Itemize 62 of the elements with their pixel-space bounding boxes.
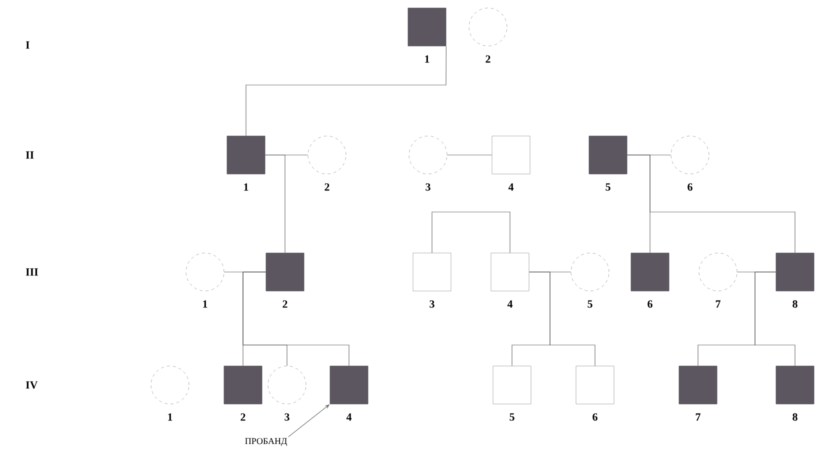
affected-male-square [678,366,718,404]
individual-number: 6 [648,300,652,308]
individual-number: 1 [244,183,248,191]
female-circle [308,136,346,174]
male-square [490,252,530,292]
individual-number: 6 [592,413,598,421]
descent-line [528,272,596,366]
descent-line [626,154,796,254]
individual-number: 8 [792,413,798,421]
individual-number: 2 [282,300,288,308]
female-circle [570,252,610,292]
individual-number: 5 [588,300,592,308]
individual-number: 1 [168,413,172,421]
individual-number: 7 [696,413,700,421]
male-square [576,366,614,404]
generation-numeral: IV [26,381,38,389]
descent-line [466,212,510,254]
female-circle [186,252,224,292]
individual-number: 3 [284,413,290,421]
generation-numeral: I [26,41,30,49]
individual-number: 4 [507,300,513,308]
male-square [492,366,532,404]
female-circle [408,136,448,174]
individual-number: 1 [203,300,208,308]
affected-male-square [776,366,814,404]
descent-line [246,46,446,136]
generation-numeral: III [26,268,38,276]
individual-number: 2 [324,183,330,191]
female-circle [698,252,738,292]
descent-line [264,154,286,254]
affected-male-square [630,252,670,292]
affected-male-square [408,8,446,46]
individual-number: 8 [792,300,798,308]
affected-male-square [588,136,628,174]
individual-number: 2 [240,413,246,421]
individual-number: 4 [508,183,514,191]
individual-number: 6 [688,183,692,191]
individual-number: 5 [510,413,514,421]
individual-number: 3 [426,183,430,191]
individual-number: 2 [486,55,490,63]
female-circle [268,366,306,404]
marriage-line [446,154,492,156]
descent-line [754,272,796,366]
proband-label: ПРОБАНД [245,438,287,446]
affected-male-square [776,252,814,292]
affected-male-square [266,252,304,292]
female-circle [670,136,710,174]
individual-number: 3 [430,300,434,308]
descent-line [242,272,350,366]
affected-male-square [226,136,266,174]
affected-male-square [330,366,368,404]
affected-male-square [224,366,262,404]
female-circle [150,366,190,404]
individual-number: 1 [425,55,430,63]
individual-number: 7 [716,300,720,308]
descent-line [432,212,468,254]
individual-number: 5 [606,183,610,191]
male-square [492,136,530,174]
male-square [412,252,452,292]
generation-numeral: II [26,151,34,159]
female-circle [468,8,508,46]
individual-number: 4 [346,413,352,421]
